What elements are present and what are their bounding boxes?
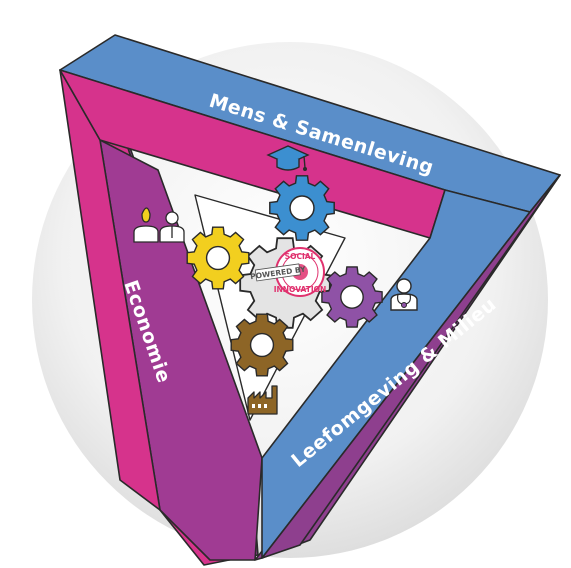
factory-icon	[247, 385, 278, 415]
doctor-icon	[390, 278, 418, 311]
yellow-gear-icon	[186, 226, 250, 290]
graduation-cap-icon	[266, 145, 310, 171]
right-band-purple-face	[261, 174, 561, 559]
blue-gear-icon	[269, 175, 335, 241]
stamp-innovation-text: INNOVATION	[274, 285, 327, 294]
purple-gear-icon	[321, 266, 383, 328]
social-innovation-stamp: SOCIAL INNOVATION POWERED BY	[250, 247, 327, 297]
people-icon	[133, 207, 185, 243]
stamp-social-text: SOCIAL	[285, 252, 316, 261]
right-band-blue	[261, 189, 531, 559]
brown-gear-icon	[230, 313, 294, 377]
